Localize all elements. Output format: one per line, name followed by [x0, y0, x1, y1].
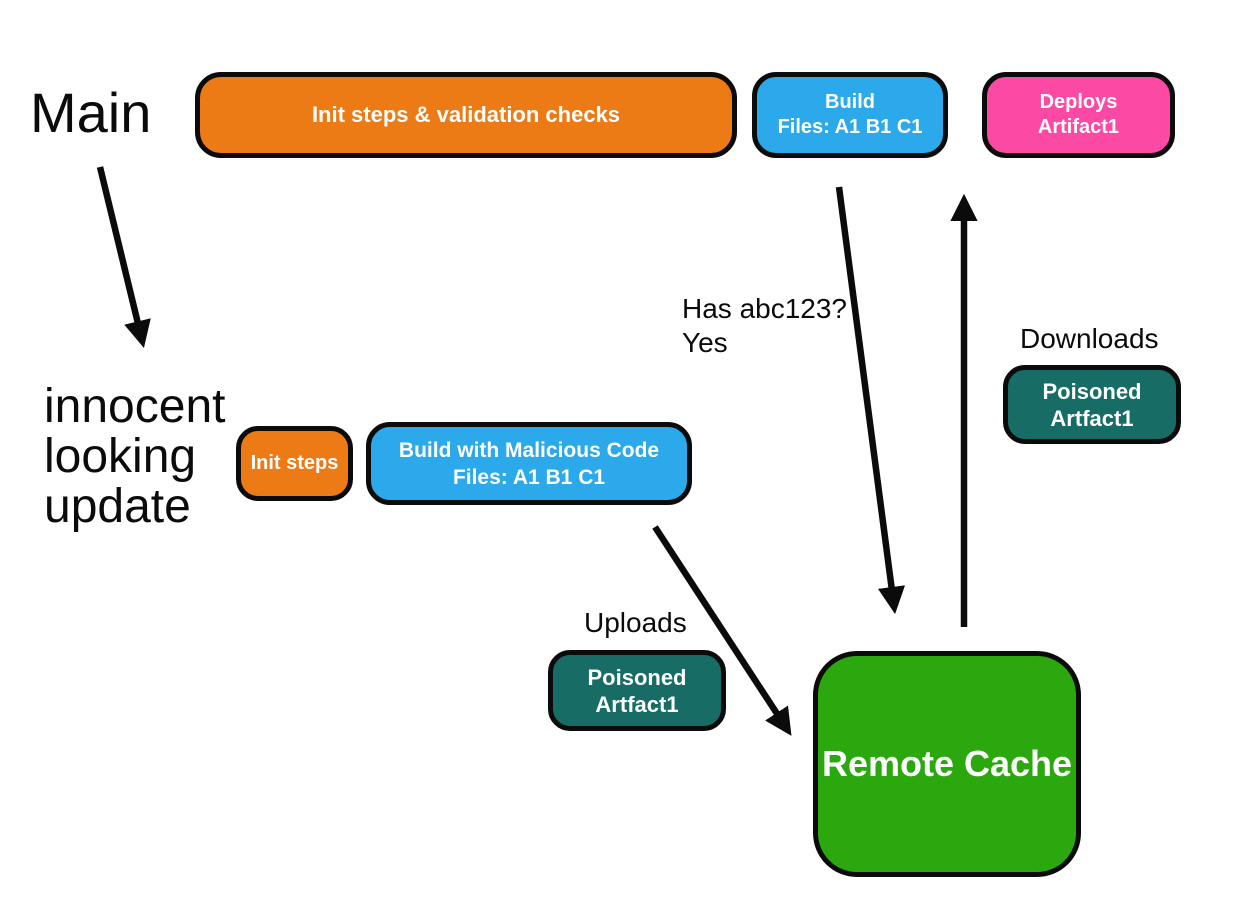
node-remote-cache: Remote Cache: [813, 651, 1081, 877]
node-label-line2: Files: A1 B1 C1: [452, 465, 606, 489]
node-label-line2: Artfact1: [595, 691, 679, 717]
label-innocent-line1: innocent: [44, 380, 226, 433]
arrow-main-to-innocent-update: [96, 166, 151, 348]
node-label-line1: Poisoned: [587, 664, 687, 690]
node-label-line2: Files: A1 B1 C1: [777, 116, 923, 138]
label-has-hash-line1: Has abc123?: [682, 293, 848, 324]
node-label: Init steps & validation checks: [311, 102, 621, 127]
node-label-line1: Build: [825, 91, 875, 113]
node-label: Init steps: [250, 452, 339, 474]
label-main-branch: Main: [30, 81, 152, 144]
node-build-with-malicious-code: Build with Malicious Code Files: A1 B1 C…: [366, 422, 692, 505]
label-downloads: Downloads: [1020, 323, 1159, 354]
node-build-main: Build Files: A1 B1 C1: [752, 72, 948, 158]
label-innocent-looking-update: innocent looking update: [44, 382, 225, 532]
arrow-build-to-remote-cache: [835, 186, 906, 615]
node-init-steps: Init steps: [236, 426, 353, 501]
label-innocent-line2: looking: [44, 430, 197, 483]
node-label-line1: Poisoned: [1042, 378, 1142, 404]
node-init-steps-validation-checks: Init steps & validation checks: [195, 72, 737, 158]
label-uploads: Uploads: [584, 607, 687, 638]
node-deploys-artifact1: Deploys Artifact1: [982, 72, 1175, 158]
node-label-line2: Artifact1: [1037, 116, 1120, 138]
node-poisoned-artifact-download: Poisoned Artfact1: [1003, 365, 1181, 444]
node-label-line2: Artfact1: [1050, 405, 1134, 431]
label-has-hash-line2: Yes: [682, 327, 728, 358]
label-has-hash-question: Has abc123? Yes: [682, 292, 847, 360]
label-innocent-line3: update: [44, 480, 191, 533]
node-label: Remote Cache: [821, 743, 1073, 784]
node-label-line1: Deploys: [1039, 91, 1118, 113]
node-label-line1: Build with Malicious Code: [398, 438, 660, 462]
node-poisoned-artifact-upload: Poisoned Artfact1: [548, 650, 726, 731]
